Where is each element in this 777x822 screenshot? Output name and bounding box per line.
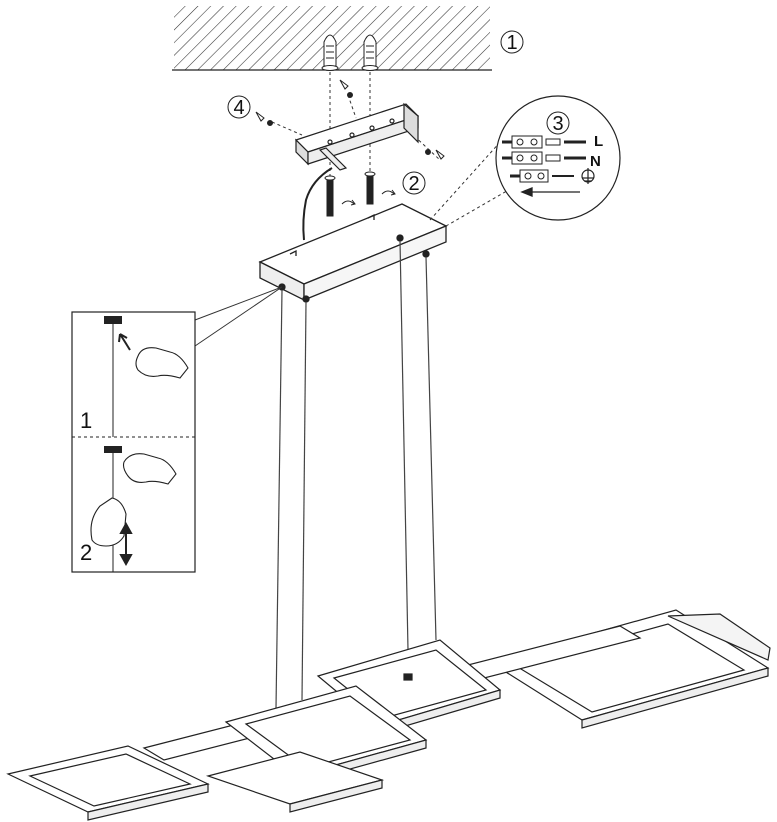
up-down-arrow-icon	[119, 521, 133, 567]
live-wire-label: L	[594, 133, 603, 150]
cable-gripper-icon	[104, 446, 122, 453]
step-1-label: 1	[506, 32, 517, 54]
long-screw-icon	[324, 171, 396, 217]
wall-plug-right	[361, 34, 379, 71]
step-1-marker: 1	[500, 30, 524, 54]
cable-gripper-icon	[104, 316, 122, 324]
canopy	[258, 203, 448, 303]
hand-icon	[90, 497, 127, 547]
neutral-wire-label: N	[590, 153, 601, 170]
wall-plug-left	[321, 34, 339, 71]
step-4-label: 4	[233, 97, 244, 119]
height-adjust-inset: 1 2	[71, 286, 283, 573]
step-2-label: 2	[408, 173, 419, 195]
step-4-marker: 4	[227, 95, 251, 119]
terminal-block-icon	[502, 135, 586, 183]
ground-icon	[581, 168, 595, 184]
mounting-bracket	[294, 102, 420, 171]
pull-arrow-icon	[520, 187, 580, 197]
step-3-label: 3	[552, 113, 563, 135]
hand-icon	[135, 347, 189, 379]
hand-icon	[122, 453, 177, 485]
inset-step-1-label: 1	[80, 408, 92, 433]
inset-step-2-label: 2	[80, 540, 92, 565]
step-2-marker: 2	[402, 171, 426, 195]
suspension-wires	[275, 240, 437, 709]
wiring-callout: 3 L N	[429, 95, 621, 227]
supply-cable	[302, 167, 333, 241]
light-fixture	[6, 609, 771, 821]
small-screw-icon	[255, 79, 445, 160]
push-arrow-icon	[118, 333, 131, 351]
